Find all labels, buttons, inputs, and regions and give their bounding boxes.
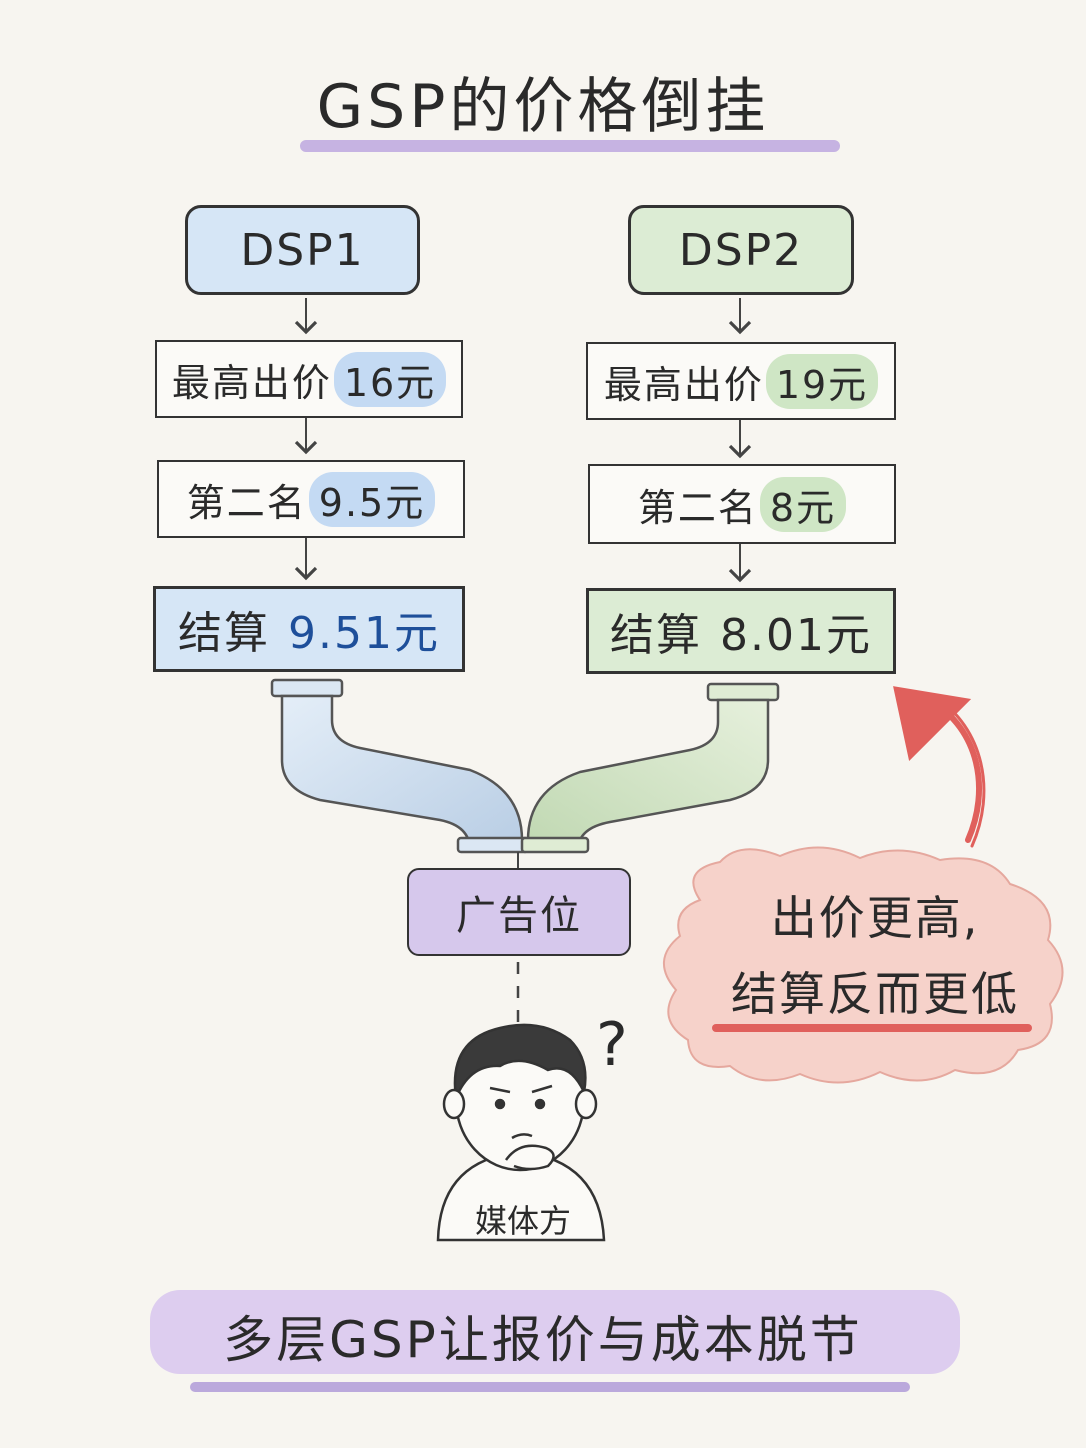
callout-text: 出价更高, 结算反而更低 [690,880,1060,1032]
dsp1-settle-value: 9.51元 [288,608,440,659]
ad-slot-node: 广告位 [407,868,631,956]
dsp1-bid-label: 最高出价 [171,360,332,405]
dsp2-bid-value: 19元 [765,353,879,409]
dsp1-node: DSP1 [185,205,420,295]
callout-underline [712,1024,1032,1032]
conclusion-text: 多层GSP让报价与成本脱节 [223,1311,863,1369]
pipe-blue [270,678,530,854]
dsp1-second-label: 第二名 [186,480,307,525]
red-arrow [893,686,986,848]
callout-line2: 结算反而更低 [731,967,1019,1021]
dsp2-bid-label: 最高出价 [603,362,764,407]
media-person-icon [436,1023,606,1242]
dsp2-second-value: 8元 [759,476,847,532]
dsp1-bid-box: 最高出价 16元 [155,340,463,418]
dsp2-settle-label: 结算 [610,610,703,661]
dsp1-second-value: 9.5元 [308,471,436,527]
callout-cloud [662,846,1064,1084]
pipe-green [520,682,780,854]
media-label: 媒体方 [474,1202,571,1240]
dsp1-settle-label: 结算 [178,608,271,659]
dsp1-settle-box: 结算 9.51元 [153,586,465,672]
dsp2-second-label: 第二名 [637,485,758,530]
dsp1-bid-value: 16元 [333,351,447,407]
dsp2-second-box: 第二名 8元 [588,464,896,544]
title-underline [300,140,840,152]
dsp2-node: DSP2 [628,205,854,295]
dsp2-settle-box: 结算 8.01元 [586,588,896,674]
dsp2-settle-value: 8.01元 [720,610,872,661]
conclusion-band [150,1290,960,1374]
dsp1-second-box: 第二名 9.5元 [157,460,465,538]
conclusion-underline [190,1382,910,1392]
callout-line1: 出价更高, [770,891,980,945]
page-title: GSP的价格倒挂 [316,72,770,142]
dsp2-bid-box: 最高出价 19元 [586,342,896,420]
question-mark: ? [596,1010,628,1080]
